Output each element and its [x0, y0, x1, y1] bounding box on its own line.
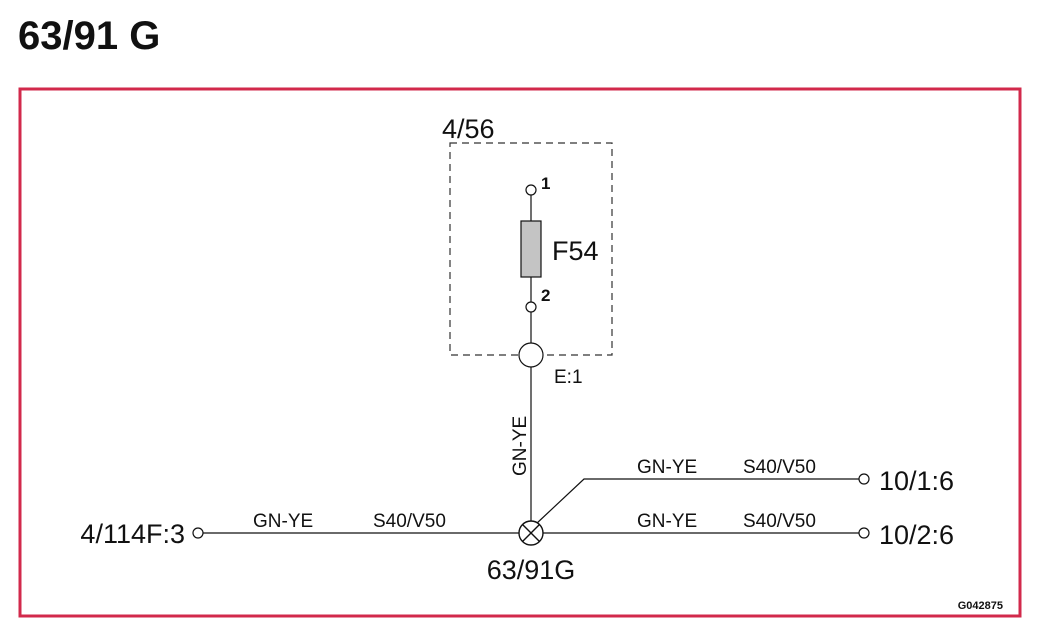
- page-title: 63/91 G: [18, 14, 161, 58]
- splice-label: 63/91G: [487, 555, 576, 585]
- wire-left-code-label: S40/V50: [373, 511, 446, 532]
- fuse-label: F54: [552, 236, 599, 266]
- wire-right-upper-code-label: S40/V50: [743, 457, 816, 478]
- terminal-right-upper: [858, 473, 870, 485]
- wire-right-lower-code-label: S40/V50: [743, 511, 816, 532]
- splice-63-91g-symbol: [518, 520, 544, 546]
- diagram-frame: [18, 87, 1022, 618]
- component-box-outline: [449, 142, 613, 356]
- wire-vertical-color-label: GN-YE: [510, 416, 531, 476]
- connector-e1-symbol: [518, 342, 544, 368]
- terminal-left: [192, 527, 204, 539]
- connector-label: E:1: [554, 367, 583, 388]
- wire-left-color-label: GN-YE: [253, 511, 313, 532]
- wire-right-upper-color-label: GN-YE: [637, 457, 697, 478]
- terminal-left-label: 4/114F:3: [80, 519, 185, 549]
- terminal-right-lower-label: 10/2:6: [879, 520, 954, 550]
- wire-right-upper: [535, 478, 859, 525]
- terminal-right-upper-label: 10/1:6: [879, 466, 954, 496]
- fuse-pin-2-label: 2: [541, 286, 550, 305]
- fuse-f54-symbol: [520, 220, 542, 278]
- fuse-pin-2-terminal: [525, 301, 537, 313]
- terminal-right-lower: [858, 527, 870, 539]
- component-box-label: 4/56: [442, 114, 495, 144]
- fuse-pin-1-terminal: [525, 184, 537, 196]
- drawing-code: G042875: [958, 600, 1003, 612]
- wire-right-lower-color-label: GN-YE: [637, 511, 697, 532]
- fuse-pin-1-label: 1: [541, 174, 550, 193]
